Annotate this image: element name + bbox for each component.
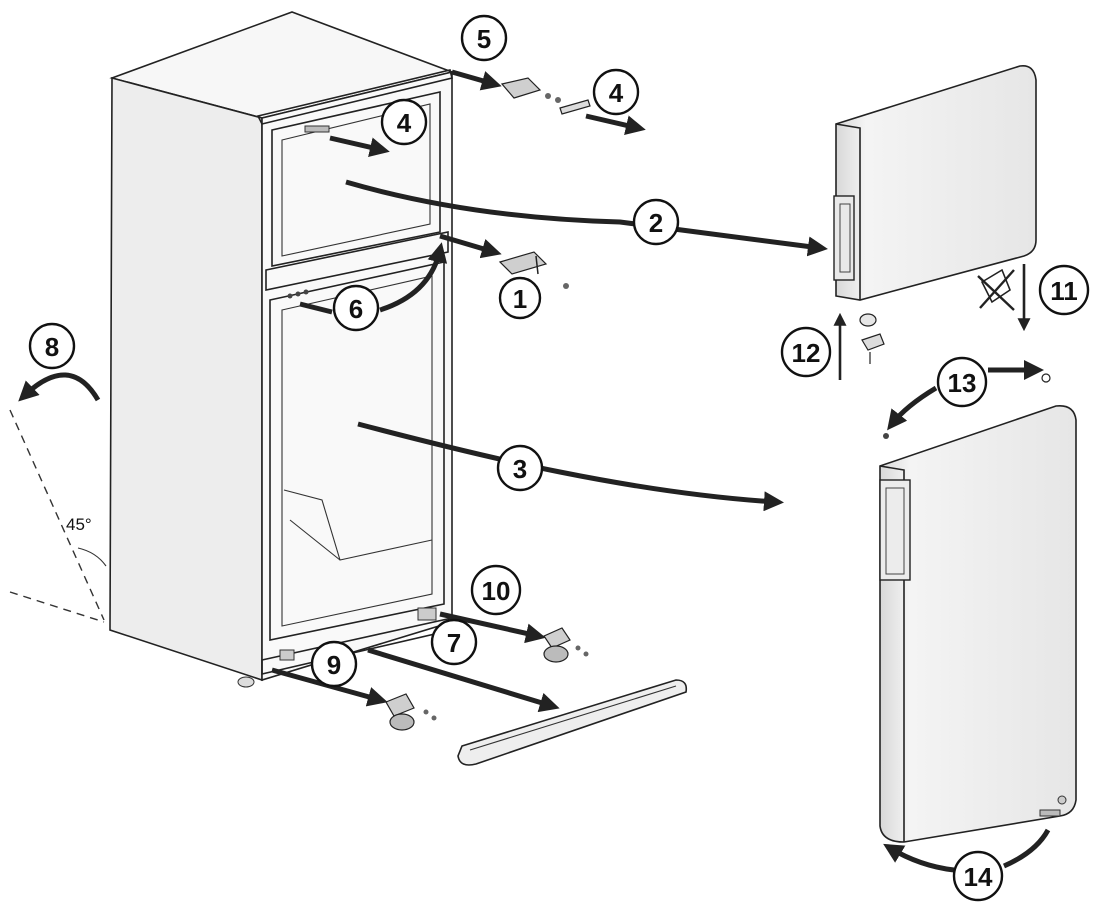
freezer-door — [833, 64, 1037, 301]
svg-text:4: 4 — [609, 78, 624, 108]
svg-text:6: 6 — [349, 294, 363, 324]
callout-4-hinge-pin: 4 — [592, 68, 640, 116]
door-stop-removed-part — [977, 268, 1015, 311]
svg-text:2: 2 — [649, 208, 663, 238]
svg-text:5: 5 — [477, 24, 491, 54]
svg-text:9: 9 — [327, 650, 341, 680]
callout-5: 5 — [460, 14, 508, 62]
callout-2: 2 — [632, 198, 680, 246]
svg-text:11: 11 — [1050, 276, 1078, 306]
callout-6: 6 — [332, 284, 380, 332]
svg-text:13: 13 — [948, 368, 977, 398]
svg-text:8: 8 — [45, 332, 59, 362]
callout-14: 14 — [952, 850, 1004, 902]
svg-text:3: 3 — [513, 454, 527, 484]
callout-9: 9 — [310, 640, 358, 688]
tilt-angle-indicator: 45° — [9, 372, 107, 623]
kick-plate-part — [457, 679, 688, 766]
door-stop-new-part — [859, 313, 885, 364]
svg-text:14: 14 — [964, 862, 993, 892]
fridge-door — [879, 404, 1077, 843]
callout-11: 11 — [1038, 264, 1090, 316]
callout-12: 12 — [780, 326, 832, 378]
bottom-hinge-left-part — [385, 693, 437, 731]
callout-1: 1 — [498, 276, 542, 320]
hinge-pin-part — [559, 99, 591, 115]
angle-label: 45° — [66, 515, 92, 534]
arrows — [271, 69, 1051, 873]
bottom-hinge-right-part — [543, 627, 589, 663]
top-hinge-part — [500, 77, 561, 103]
middle-hinge-part — [498, 251, 569, 289]
refrigerator-cabinet — [109, 11, 455, 688]
hole-plug-target — [883, 433, 889, 439]
callout-13: 13 — [936, 356, 988, 408]
svg-text:7: 7 — [447, 628, 461, 658]
callout-10: 10 — [470, 564, 522, 616]
callout-7: 7 — [430, 618, 478, 666]
svg-text:10: 10 — [482, 576, 511, 606]
hole-plug-part — [1041, 373, 1051, 383]
callout-8: 8 — [28, 322, 76, 370]
svg-text:12: 12 — [792, 338, 821, 368]
callout-3: 3 — [496, 444, 544, 492]
svg-text:1: 1 — [513, 284, 527, 314]
svg-text:4: 4 — [397, 108, 412, 138]
callout-4-freezer: 4 — [380, 98, 428, 146]
